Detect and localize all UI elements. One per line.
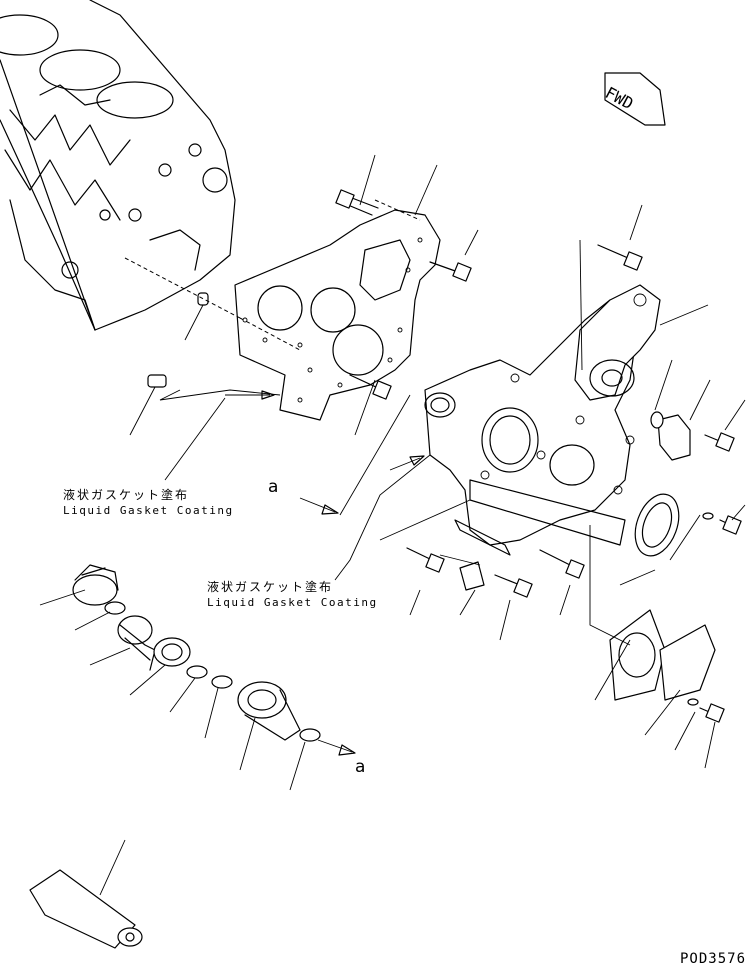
- dowel-pin: [197, 292, 209, 306]
- leader-lines: [39, 154, 746, 896]
- arrow-a-lower: [317, 739, 356, 756]
- note-1-en: Liquid Gasket Coating: [63, 504, 234, 517]
- plug: [650, 411, 664, 429]
- arrow-to-case: [389, 455, 425, 471]
- fwd-arrow-icon: [604, 72, 666, 126]
- o-ring: [211, 675, 233, 689]
- filler-tube: [117, 615, 156, 671]
- bolt: [597, 244, 643, 271]
- bolt: [719, 515, 742, 535]
- bolt: [539, 549, 585, 579]
- bolt: [699, 703, 725, 723]
- cover-plate: [657, 414, 691, 461]
- arrow-to-gasket: [225, 390, 275, 400]
- o-ring: [186, 665, 208, 679]
- adapter: [153, 637, 191, 667]
- o-ring: [104, 601, 126, 615]
- o-ring: [299, 728, 321, 742]
- drawing-id: POD3576: [680, 951, 747, 967]
- arrow-a-upper: [299, 497, 339, 515]
- gasket-plate: [234, 209, 441, 421]
- bolt: [429, 261, 472, 282]
- elbow-tube: [237, 681, 301, 741]
- ref-mark-a-upper: a: [268, 477, 279, 497]
- note-2-en: Liquid Gasket Coating: [207, 596, 378, 609]
- dowel-pin: [147, 374, 167, 388]
- bolt: [406, 547, 445, 573]
- bolt: [494, 574, 533, 598]
- washer: [687, 698, 699, 706]
- filler-cap: [72, 564, 119, 606]
- cover-gasket: [609, 609, 666, 701]
- oil-seal: [634, 493, 680, 557]
- washer: [702, 512, 714, 520]
- cylinder-block: [0, 0, 236, 331]
- clamp: [459, 561, 485, 591]
- note-1-jp: 液状ガスケット塗布: [63, 488, 190, 502]
- bolt: [335, 189, 379, 216]
- oil-pump-housing: [574, 284, 661, 401]
- ref-mark-a-lower: a: [355, 757, 366, 777]
- liquid-gasket-tube: [29, 869, 143, 949]
- bolt: [704, 432, 735, 452]
- front-cover-plate: [659, 624, 716, 701]
- note-2-jp: 液状ガスケット塗布: [207, 580, 334, 594]
